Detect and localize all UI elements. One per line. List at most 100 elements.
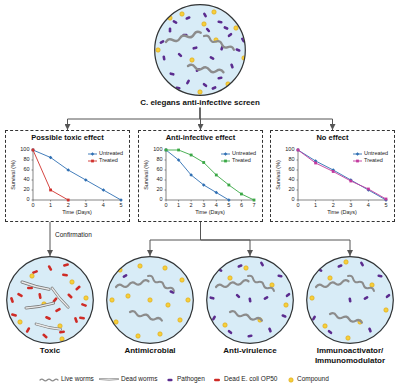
antivirulence-contents	[209, 261, 291, 338]
screen-contents	[212, 10, 216, 14]
toxic-contents	[79, 316, 85, 320]
antimicrobial-contents	[122, 274, 128, 279]
antimicrobial-contents	[147, 275, 174, 293]
immuno-contents	[385, 293, 391, 298]
antimicrobial-contents	[138, 264, 142, 268]
survival-chart	[214, 191, 218, 195]
immuno-contents	[363, 296, 369, 301]
antimicrobial-contents	[126, 294, 130, 298]
legend-icon	[214, 379, 220, 382]
flow-arrow	[201, 222, 351, 256]
antivirulence-contents	[263, 296, 269, 301]
immuno-contents	[384, 308, 388, 312]
tick-label: 4	[102, 202, 105, 209]
tick-label: 2	[67, 202, 70, 209]
toxic-contents	[30, 274, 34, 278]
immuno-contents	[323, 324, 327, 328]
screen-contents	[177, 52, 183, 58]
antimicrobial-contents	[110, 264, 190, 338]
tick-label: 60	[138, 166, 163, 173]
screen-contents	[192, 46, 198, 50]
series-label: Treated	[99, 157, 118, 164]
tick-label: 80	[138, 156, 163, 163]
tick-label: 1	[49, 202, 52, 209]
antivirulence-contents	[230, 310, 263, 322]
screen-contents	[169, 72, 175, 76]
dish-fill	[6, 4, 394, 344]
dish-outline	[307, 257, 394, 344]
survival-chart	[296, 148, 300, 152]
toxic-contents	[84, 296, 88, 300]
survival-chart	[91, 152, 95, 156]
antivirulence-contents	[277, 274, 283, 277]
survival-chart	[224, 152, 228, 156]
screen-contents	[235, 48, 241, 52]
dish-outline	[306, 256, 394, 344]
dish-label: Immunoactivator/ Immunomodulator	[306, 346, 394, 365]
antimicrobial-contents	[180, 278, 184, 282]
effect-panel: Possible toxic effect	[5, 130, 130, 222]
survival-chart	[298, 150, 386, 200]
dish-label: Toxic	[6, 346, 94, 356]
tick-label: 2	[190, 202, 193, 209]
screen-contents	[172, 20, 178, 25]
survival-chart	[91, 160, 94, 163]
survival-chart	[165, 150, 255, 202]
axis-title: Survival (%)	[10, 160, 17, 190]
dish-label: Anti-virulence	[206, 346, 294, 356]
survival-chart	[298, 150, 386, 199]
tick-label: 100	[5, 146, 30, 153]
screen-contents	[223, 26, 229, 31]
antimicrobial-contents	[110, 298, 114, 302]
tick-label: 80	[5, 156, 30, 163]
flow-arrow	[150, 222, 201, 256]
antivirulence-contents	[270, 283, 274, 287]
antimicrobial-contents	[148, 298, 152, 302]
survival-chart	[367, 188, 371, 192]
legend-label: Dead worms	[121, 375, 157, 383]
survival-chart	[32, 150, 122, 202]
toxic-contents	[38, 293, 42, 299]
panel-title: Possible toxic effect	[6, 131, 129, 142]
tick-label: 5	[227, 202, 230, 209]
axis-title: Survival (%)	[275, 160, 282, 190]
axis-title: Survival (%)	[143, 160, 150, 190]
antivirulence-contents	[285, 292, 291, 297]
screen-contents	[202, 82, 208, 87]
immuno-contents	[310, 260, 391, 340]
dish-outline	[154, 4, 246, 96]
antivirulence-contents	[248, 297, 251, 303]
antivirulence-contents	[284, 303, 288, 307]
antimicrobial-contents	[186, 298, 190, 302]
tick-label: 40	[270, 176, 295, 183]
toxic-contents	[58, 324, 62, 328]
screen-contents	[211, 86, 217, 91]
legend-label: Compound	[297, 375, 329, 383]
legend-label: Dead E. coli OP50	[224, 375, 277, 383]
antivirulence-contents	[235, 293, 241, 299]
toxic-contents	[22, 282, 49, 290]
screen-contents	[166, 31, 202, 44]
dish-outline	[7, 257, 94, 344]
survival-chart	[177, 158, 181, 162]
survival-chart	[297, 150, 387, 202]
antivirulence-contents	[223, 323, 227, 327]
survival-chart	[32, 149, 35, 152]
toxic-contents	[70, 280, 74, 284]
immuno-contents	[310, 296, 314, 300]
antivirulence-contents	[247, 275, 274, 293]
survival-chart	[297, 149, 300, 152]
legend-label: Pathogen	[177, 375, 205, 383]
dish-outline	[206, 256, 294, 344]
antimicrobial-contents	[130, 310, 163, 322]
immuno-contents	[370, 283, 374, 287]
dish-outline	[6, 256, 94, 344]
flow-arrow	[50, 222, 51, 256]
screen-contents	[234, 26, 238, 30]
legend-icon	[167, 379, 172, 382]
survival-chart	[84, 178, 88, 182]
tick-label: 80	[270, 156, 295, 163]
survival-chart	[49, 189, 52, 192]
